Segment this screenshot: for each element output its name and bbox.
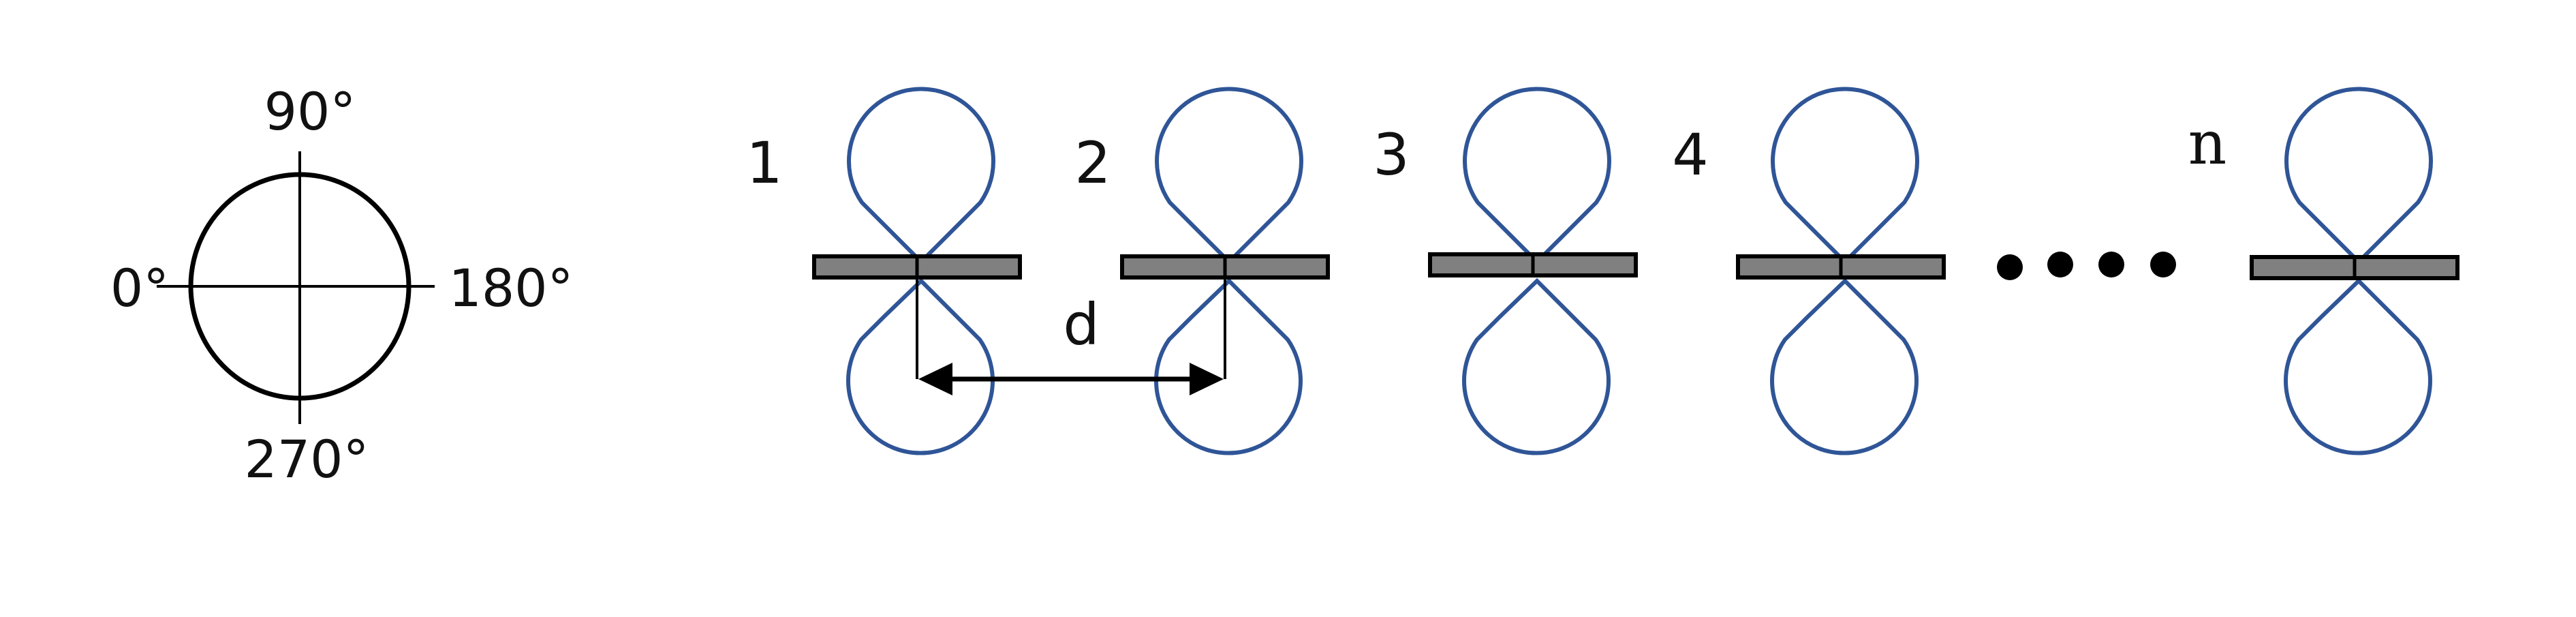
continuation-dot: [2150, 252, 2176, 277]
spacing-label: d: [1063, 291, 1099, 358]
lower-lobe: [1154, 277, 1303, 455]
angle-label-0: 0°: [110, 258, 169, 318]
lower-lobe: [2284, 277, 2432, 455]
angle-label-90: 90°: [264, 81, 356, 142]
dimension-arrowhead-right: [1190, 363, 1224, 395]
element-label: 4: [1672, 121, 1708, 188]
element-label: n: [2188, 108, 2227, 178]
element-label: 1: [746, 130, 782, 196]
element-label: 3: [1373, 121, 1409, 188]
lower-lobe: [846, 277, 995, 455]
dimension-arrowhead-left: [918, 363, 952, 395]
orientation-reference: 90° 0° 180° 270°: [110, 81, 574, 490]
continuation-dot: [2047, 252, 2073, 277]
upper-lobe: [1771, 87, 1919, 265]
continuation-dot: [1997, 254, 2023, 280]
angle-label-270: 270°: [244, 429, 369, 490]
element-1: 1: [746, 87, 1022, 455]
upper-lobe: [847, 87, 995, 265]
upper-lobe: [2284, 87, 2433, 265]
lower-lobe: [1462, 277, 1611, 455]
spacing-dimension: d: [916, 280, 1226, 395]
upper-lobe: [1463, 87, 1611, 265]
upper-lobe: [1155, 87, 1303, 265]
lower-lobe: [1770, 277, 1919, 455]
continuation-dots: [1997, 252, 2176, 280]
angle-label-180: 180°: [448, 258, 573, 318]
element-4: 4: [1672, 87, 1946, 455]
element-3: 3: [1373, 87, 1638, 455]
element-2: 2: [1074, 87, 1330, 455]
element-n: n: [2188, 87, 2459, 455]
element-label: 2: [1074, 130, 1111, 196]
continuation-dot: [2098, 252, 2124, 277]
